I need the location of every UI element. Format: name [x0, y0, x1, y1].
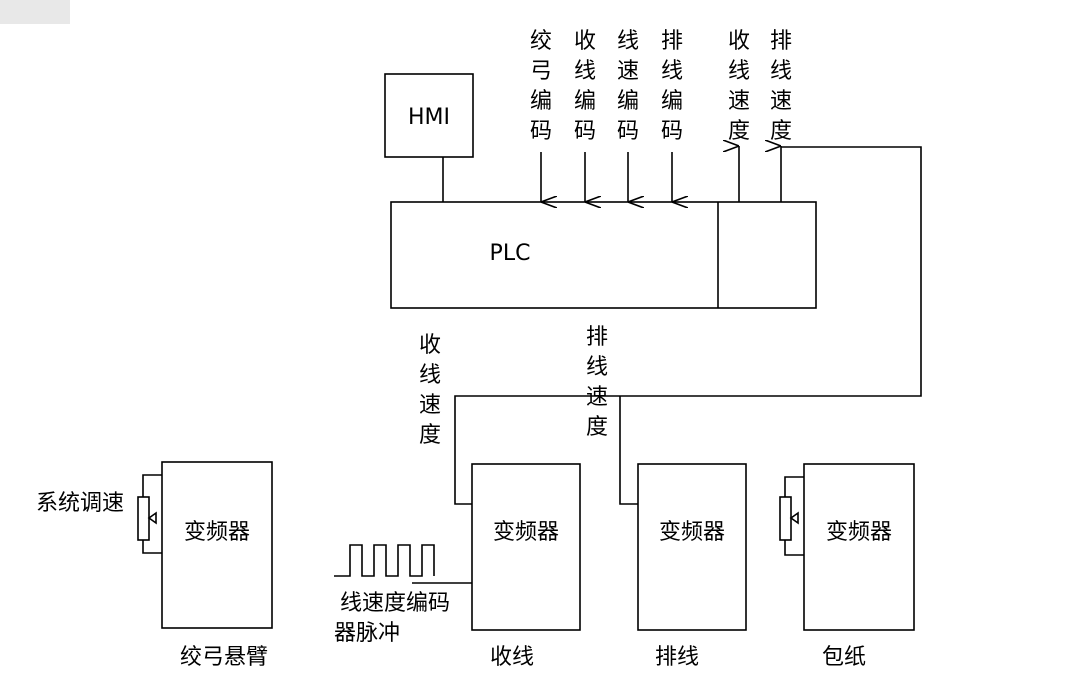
inverter-label-takeup: 变频器: [493, 520, 559, 545]
inverter-box-wrap: [803, 463, 915, 631]
traverse-speed-wire: [619, 396, 638, 505]
potentiometer-wrap: [779, 496, 792, 541]
potentiometer-bow: [137, 496, 150, 541]
plc-box: [390, 201, 817, 309]
potentiometer-wiper-bow: [147, 511, 157, 525]
unit-label-takeup: 收线: [490, 645, 534, 670]
inverter-box-traverse: [637, 463, 747, 631]
unit-label-bow: 绞弓悬臂: [180, 645, 268, 670]
inverter-label-wrap: 变频器: [826, 520, 892, 545]
unit-label-wrap: 包纸: [822, 645, 866, 670]
hmi-box: [384, 73, 474, 158]
inverter-box-bow: [161, 461, 273, 629]
hmi-label: HMI: [408, 105, 450, 130]
inverter-box-takeup: [471, 463, 581, 631]
unit-label-traverse: 排线: [655, 645, 699, 670]
potentiometer-wiper-wrap: [789, 511, 799, 525]
inverter-label-traverse: 变频器: [659, 520, 725, 545]
encoder-pulse-train: [334, 544, 435, 577]
traverse-speed-label: 排线速度: [586, 325, 608, 440]
system-speed-label: 系统调速: [36, 491, 124, 516]
corner-mark: [0, 0, 70, 24]
output-label-2: 排线速度: [770, 29, 792, 144]
plc-label: PLC: [490, 241, 531, 266]
input-label-1: 绞弓编码: [530, 29, 552, 144]
input-label-3: 线速编码: [617, 29, 639, 144]
encoder-pulse-label-line1: 线速度编码: [340, 591, 450, 616]
inverter-label-bow: 变频器: [184, 520, 250, 545]
takeup-speed-label: 收线速度: [419, 333, 441, 448]
encoder-pulse-label-line2: 器脉冲: [334, 621, 400, 646]
input-label-4: 排线编码: [661, 29, 683, 144]
output-label-1: 收线速度: [728, 29, 750, 144]
input-label-2: 收线编码: [574, 29, 596, 144]
takeup-speed-wire: [454, 146, 922, 505]
